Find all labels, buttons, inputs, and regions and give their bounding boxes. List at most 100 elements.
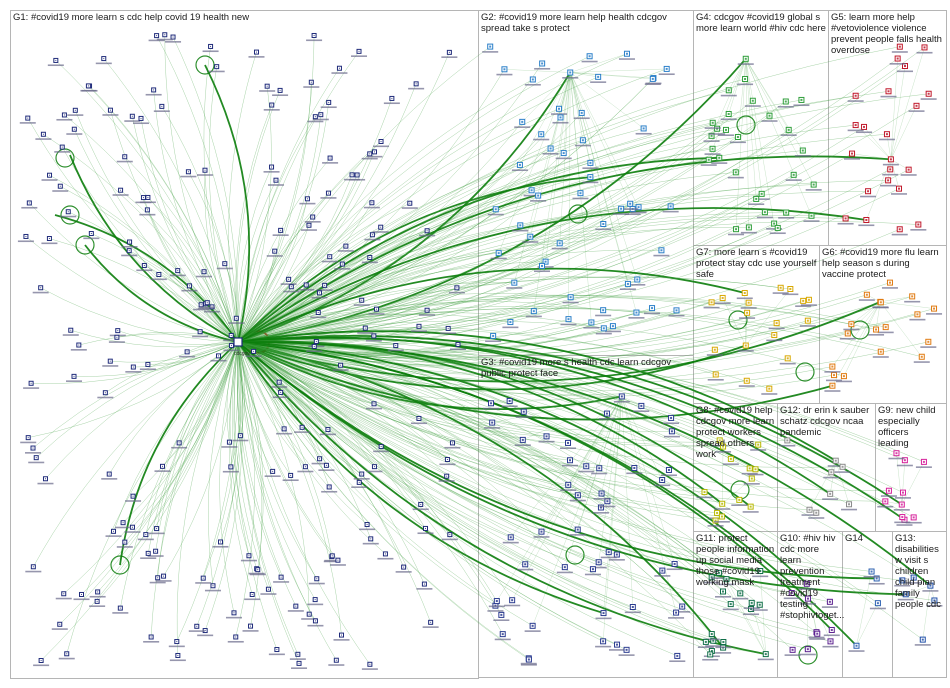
node-label-mark: [353, 304, 370, 306]
edge: [237, 228, 737, 343]
edge: [237, 261, 546, 343]
edge: [237, 320, 845, 377]
edge: [231, 341, 257, 569]
graph-node-fill: [156, 528, 158, 530]
node-label-mark: [666, 568, 683, 571]
node-label-mark: [869, 607, 886, 610]
graph-node-fill: [288, 278, 290, 280]
node-label-mark: [149, 581, 166, 584]
graph-node-fill: [78, 344, 80, 346]
edge: [723, 647, 766, 655]
node-label-mark: [248, 56, 265, 58]
node-label-mark: [21, 206, 38, 209]
graph-node-fill: [66, 653, 68, 655]
node-label-mark: [383, 102, 400, 105]
graph-node-fill: [724, 128, 727, 131]
edge: [832, 301, 881, 386]
graph-node-fill: [447, 327, 449, 329]
edge: [237, 341, 547, 437]
graph-node-fill: [933, 307, 936, 310]
edge: [237, 335, 494, 355]
edge: [237, 341, 431, 623]
node-label-mark: [54, 151, 71, 153]
edge: [570, 72, 631, 204]
edge: [237, 295, 886, 343]
node-label-mark: [881, 287, 898, 289]
graph-node-fill: [230, 466, 232, 468]
node-label-mark: [668, 617, 685, 619]
node-label-mark: [304, 221, 321, 223]
edge: [570, 72, 644, 129]
node-label-mark: [223, 339, 240, 342]
graph-node-fill: [760, 192, 763, 195]
graph-node-fill: [509, 321, 512, 324]
node-label-mark: [714, 302, 731, 305]
node-label-mark: [747, 473, 764, 476]
node-label-mark: [799, 325, 816, 327]
node-label-mark: [916, 51, 933, 54]
graph-node-fill: [749, 505, 752, 508]
node-label-mark: [905, 521, 922, 524]
edge: [237, 341, 914, 518]
edge: [63, 341, 239, 594]
node-label-mark: [799, 653, 816, 656]
edge: [237, 295, 852, 343]
edge: [237, 341, 371, 539]
node-label-mark: [494, 638, 511, 641]
edge: [237, 227, 749, 343]
graph-node-fill: [187, 171, 189, 173]
edge: [237, 341, 498, 602]
graph-node-fill: [338, 67, 340, 69]
edge: [745, 288, 791, 346]
graph-node-fill: [128, 250, 130, 252]
node-label-mark: [303, 86, 320, 88]
node-label-mark: [551, 113, 568, 115]
node-label-mark: [148, 532, 165, 535]
graph-node-fill: [335, 659, 337, 661]
edge: [237, 341, 672, 433]
graph-node-fill: [200, 304, 202, 306]
node-label-mark: [132, 122, 149, 125]
graph-node-fill: [896, 57, 899, 60]
graph-node-fill: [833, 374, 836, 377]
node-label-mark: [307, 120, 324, 123]
strong-edge: [204, 64, 251, 343]
node-label-mark: [590, 566, 607, 569]
graph-node-fill: [540, 133, 543, 136]
edge: [570, 72, 639, 208]
strong-edge: [237, 330, 837, 462]
node-label-mark: [696, 496, 713, 499]
edge: [237, 226, 381, 343]
graph-node-fill: [710, 576, 713, 579]
node-label-mark: [581, 60, 598, 63]
node-label-mark: [785, 179, 802, 181]
edge: [230, 341, 243, 467]
node-label-mark: [731, 504, 748, 506]
node-label-mark: [654, 575, 671, 577]
node-label-mark: [524, 83, 541, 86]
node-label-mark: [328, 664, 345, 666]
edge: [237, 338, 897, 454]
edge: [237, 98, 393, 343]
graph-node-fill: [748, 467, 751, 470]
node-label-mark: [751, 609, 768, 611]
graph-node-fill: [329, 157, 331, 159]
edge: [237, 116, 316, 343]
node-label-mark: [223, 349, 240, 352]
group-box-g14: [842, 531, 893, 678]
edge: [237, 101, 786, 343]
edge: [161, 106, 239, 343]
edge: [570, 68, 667, 73]
graph-node-fill: [808, 508, 811, 511]
node-label-mark: [915, 466, 932, 468]
node-label-mark: [858, 224, 875, 227]
graph-node-fill: [203, 271, 205, 273]
graph-node-fill: [588, 55, 591, 58]
edge: [237, 341, 711, 655]
node-label-mark: [880, 184, 897, 187]
edge: [880, 301, 922, 357]
graph-node-fill: [380, 226, 382, 228]
node-label-mark: [483, 407, 500, 410]
edge: [237, 307, 881, 352]
node-label-mark: [222, 470, 239, 473]
